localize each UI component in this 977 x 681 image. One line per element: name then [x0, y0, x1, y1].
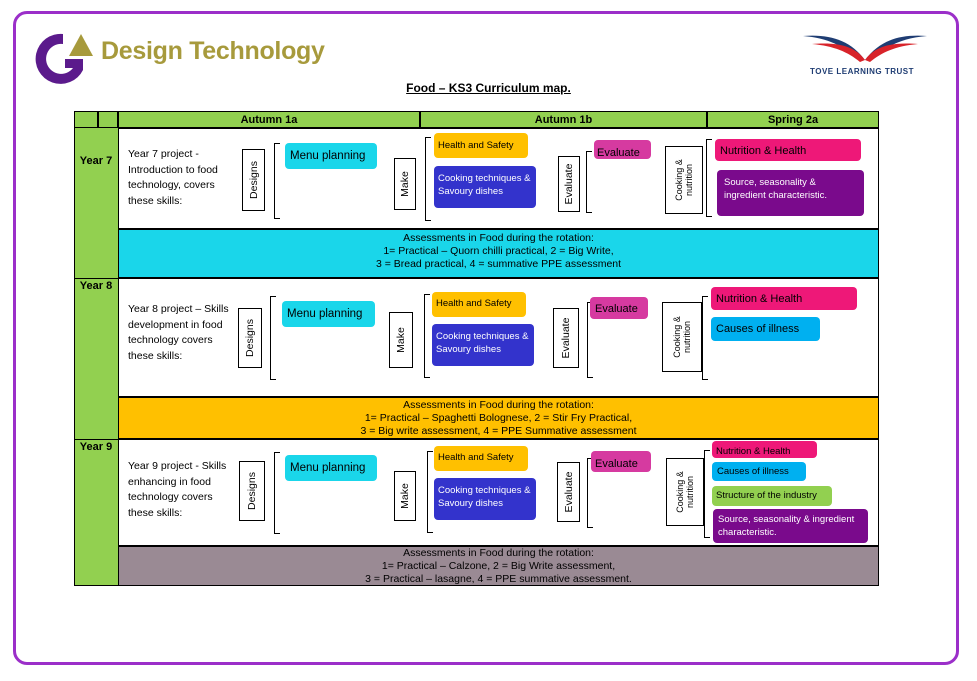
year-8-spring-item-1: Nutrition & Health	[711, 287, 857, 310]
year-9-assessment: Assessments in Food during the rotation:…	[118, 546, 879, 586]
page-title: Food – KS3 Curriculum map.	[406, 81, 571, 95]
year-7-assessment: Assessments in Food during the rotation:…	[118, 229, 879, 278]
year-divider	[74, 439, 118, 440]
evaluate-label: Evaluate	[562, 471, 575, 513]
year-7-intro: Year 7 project - Introduction to food te…	[128, 148, 218, 207]
trust-name: TOVE LEARNING TRUST	[810, 67, 915, 76]
ga-logo-icon	[35, 33, 93, 84]
year-label-7: Year 7	[79, 155, 113, 167]
brand-title: Design Technology	[101, 37, 325, 65]
year-label-9: Year 9	[79, 441, 113, 453]
designs-label: Designs	[247, 161, 260, 199]
year-7-make-box: Make	[394, 158, 416, 210]
year-7-menu-planning: Menu planning	[285, 143, 377, 169]
year-7-designs-box: Designs	[242, 149, 265, 211]
brace	[587, 458, 593, 528]
year-8-cooking-techniques: Cooking techniques & Savoury dishes	[432, 324, 534, 366]
year-divider	[74, 278, 118, 279]
year-8-evaluate-box: Evaluate	[553, 308, 579, 368]
evaluate-label: Evaluate	[563, 163, 575, 205]
assessment-line: 1= Practical – Spaghetti Bolognese, 2 = …	[364, 412, 633, 424]
year-8-menu-planning: Menu planning	[282, 301, 375, 327]
make-label: Make	[399, 483, 411, 509]
year-9-spring-item-2: Causes of illness	[712, 462, 806, 481]
make-label: Make	[395, 327, 407, 353]
make-label: Make	[399, 171, 411, 197]
year-8-evaluate-pill: Evaluate	[590, 297, 648, 319]
brace	[425, 137, 431, 221]
year-8-intro: Year 8 project – Skills development in f…	[128, 303, 229, 362]
year-9-spring-item-4: Source, seasonality & ingredient charact…	[713, 509, 868, 543]
assessment-line: 3 = Practical – lasagne, 4 = PPE summati…	[365, 573, 632, 585]
page-frame	[13, 11, 959, 665]
year-8-assessment: Assessments in Food during the rotation:…	[118, 397, 879, 439]
assessment-line: 3 = Big write assessment, 4 = PPE Summat…	[360, 425, 637, 437]
year-7-evaluate-box: Evaluate	[558, 156, 580, 212]
year-column	[74, 128, 118, 586]
assessment-heading: Assessments in Food during the rotation:	[403, 399, 594, 411]
year-7-evaluate-pill: Evaluate	[594, 140, 651, 159]
cooking-nutrition-label: Cooking & nutrition	[675, 471, 695, 513]
year-label-8: Year 8	[79, 280, 113, 292]
year-9-spring-item-1: Nutrition & Health	[712, 441, 817, 458]
brace	[427, 451, 433, 533]
evaluate-label: Evaluate	[560, 317, 572, 359]
header-corner-left	[74, 111, 98, 128]
year-7-health-and-safety: Health and Safety	[434, 133, 528, 158]
year-8-cooking-nutrition-box: Cooking & nutrition	[662, 302, 702, 372]
tove-wings-logo-icon	[803, 35, 927, 62]
assessment-line: 3 = Bread practical, 4 = summative PPE a…	[375, 258, 622, 270]
column-header-spring-2a: Spring 2a	[707, 111, 879, 128]
year-8-health-and-safety: Health and Safety	[432, 292, 526, 317]
year-9-designs-box: Designs	[239, 461, 265, 521]
brace	[586, 151, 592, 213]
cooking-nutrition-label: Cooking & nutrition	[674, 159, 694, 201]
header-corner-right	[98, 111, 118, 128]
brace	[274, 452, 280, 534]
year-7-spring-item-1: Nutrition & Health	[715, 139, 861, 161]
assessment-heading: Assessments in Food during the rotation:	[403, 547, 594, 559]
year-9-evaluate-pill: Evaluate	[591, 451, 651, 472]
assessment-heading: Assessments in Food during the rotation:	[403, 232, 594, 244]
brace	[424, 294, 430, 378]
brace	[704, 450, 710, 538]
designs-label: Designs	[246, 472, 258, 510]
year-9-evaluate-box: Evaluate	[557, 462, 580, 522]
year-8-designs-box: Designs	[238, 308, 262, 368]
assessment-line: 1= Practical – Calzone, 2 = Big Write as…	[381, 560, 616, 572]
brace	[706, 139, 712, 217]
year-9-cooking-nutrition-box: Cooking & nutrition	[666, 458, 704, 526]
column-header-autumn-1b: Autumn 1b	[420, 111, 707, 128]
year-7-cooking-techniques: Cooking techniques & Savoury dishes	[434, 166, 536, 208]
year-8-spring-item-2: Causes of illness	[711, 317, 820, 341]
assessment-line: 1= Practical – Quorn chilli practical, 2…	[383, 245, 614, 257]
year-9-spring-item-3: Structure of the industry	[712, 486, 832, 506]
designs-label: Designs	[244, 319, 256, 357]
year-7-spring-item-2: Source, seasonality & ingredient charact…	[717, 170, 864, 216]
year-9-intro: Year 9 project - Skills enhancing in foo…	[128, 460, 227, 519]
year-9-make-box: Make	[394, 471, 416, 521]
year-8-make-box: Make	[389, 312, 413, 368]
year-9-menu-planning: Menu planning	[285, 455, 377, 481]
column-header-autumn-1a: Autumn 1a	[118, 111, 420, 128]
cooking-nutrition-label: Cooking & nutrition	[672, 316, 692, 358]
brace	[274, 143, 280, 219]
brace	[702, 296, 708, 380]
year-7-cooking-nutrition-box: Cooking & nutrition	[665, 146, 703, 214]
year-9-cooking-techniques: Cooking techniques & Savoury dishes	[434, 478, 536, 520]
year-9-health-and-safety: Health and Safety	[434, 446, 528, 471]
brace	[270, 296, 276, 380]
